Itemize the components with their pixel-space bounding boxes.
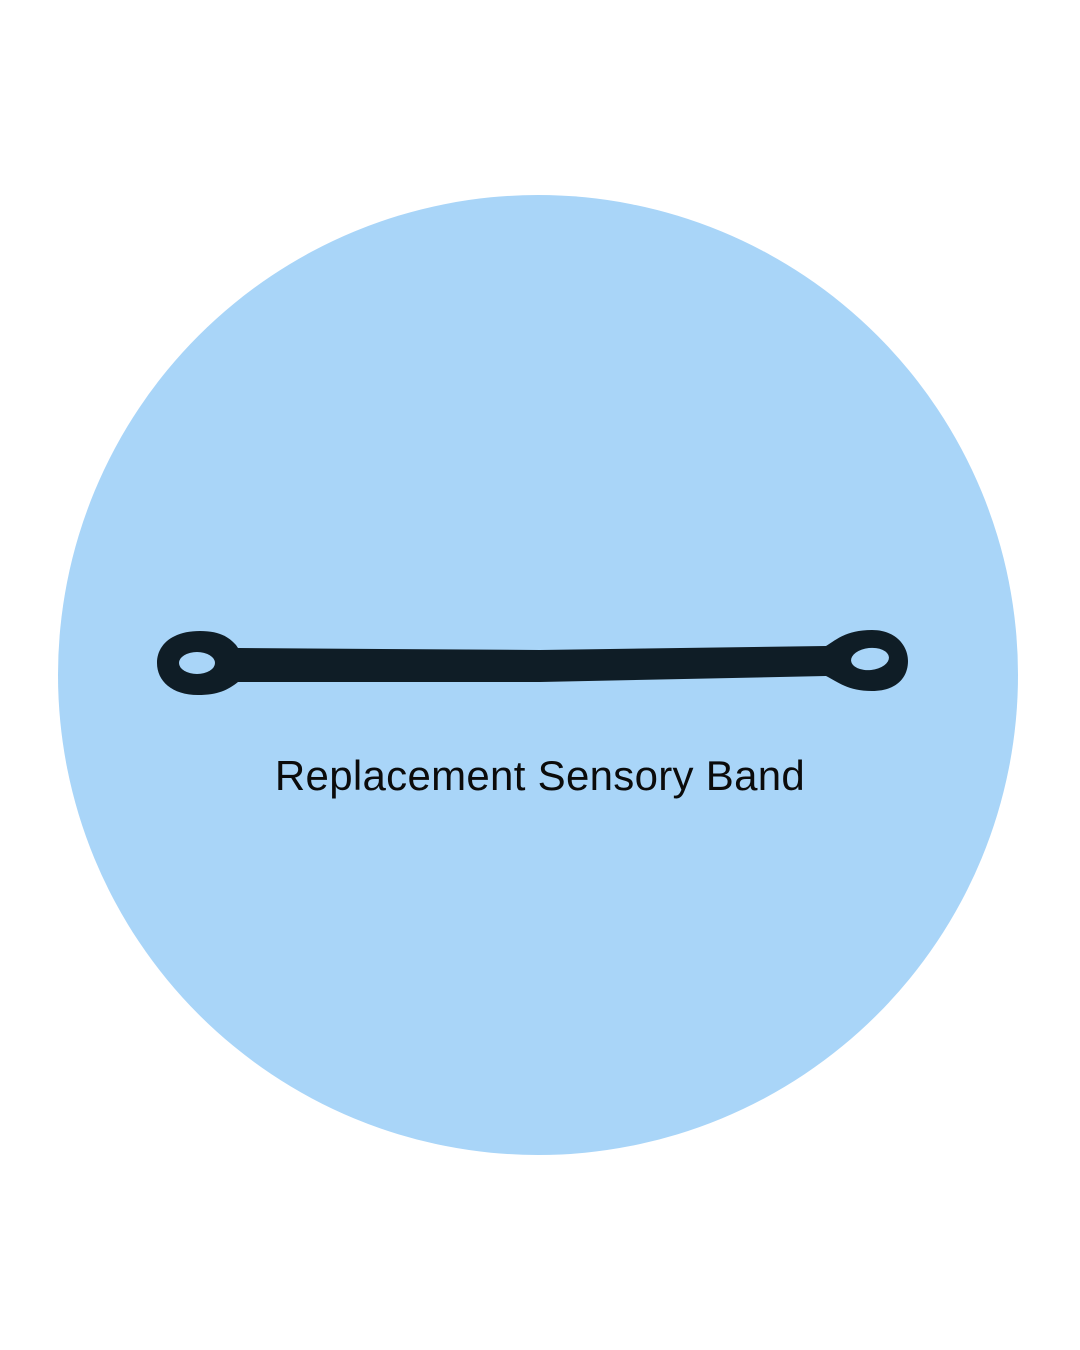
product-caption: Replacement Sensory Band bbox=[274, 752, 806, 799]
